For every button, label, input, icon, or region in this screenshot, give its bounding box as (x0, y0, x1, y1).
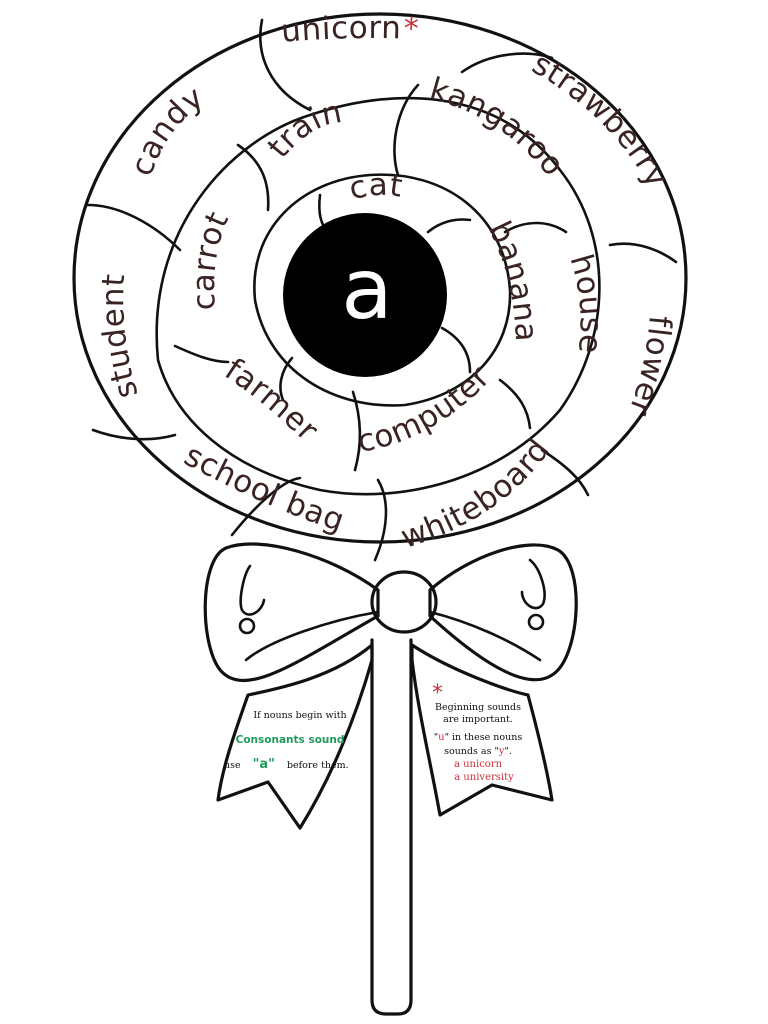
center-letter: a (341, 240, 392, 338)
left-note-line2: Consonants sound (236, 734, 345, 746)
left-note-line3: use "a" before them. (224, 755, 349, 772)
ribbon-bow (203, 542, 578, 830)
word-cat: cat (345, 167, 405, 208)
word-train: train (261, 94, 345, 165)
word-unicorn: unicorn* (280, 10, 420, 50)
right-note-line5: a unicorn (454, 759, 503, 770)
word-farmer: farmer (219, 352, 326, 449)
right-note-line4: sounds as "y". (444, 746, 512, 757)
right-note-asterisk: * (432, 681, 443, 706)
word-school-bag: school bag (178, 437, 349, 539)
left-ribbon-note: If nouns begin with Consonants sound use… (224, 710, 349, 772)
right-note-line3: "u" in these nouns (434, 732, 523, 743)
unicorn-asterisk: * (403, 11, 420, 47)
center-circle: a (283, 213, 447, 377)
lollipop-stick (370, 638, 413, 1016)
word-student: student (95, 273, 145, 403)
word-banana: banana (481, 216, 544, 343)
word-flower: flower (621, 314, 678, 420)
word-whiteboard: whiteboard (396, 432, 557, 556)
word-carrot: carrot (186, 206, 236, 311)
word-candy: candy (124, 79, 211, 181)
right-ribbon-note: * Beginning sounds are important. "u" in… (432, 681, 522, 783)
right-note-line2: are important. (443, 714, 513, 725)
right-note-line1: Beginning sounds (435, 702, 521, 713)
right-note-line6: a university (454, 772, 514, 783)
left-note-line1: If nouns begin with (253, 710, 346, 721)
lollipop-candy (72, 12, 688, 562)
word-house: house (563, 250, 609, 355)
